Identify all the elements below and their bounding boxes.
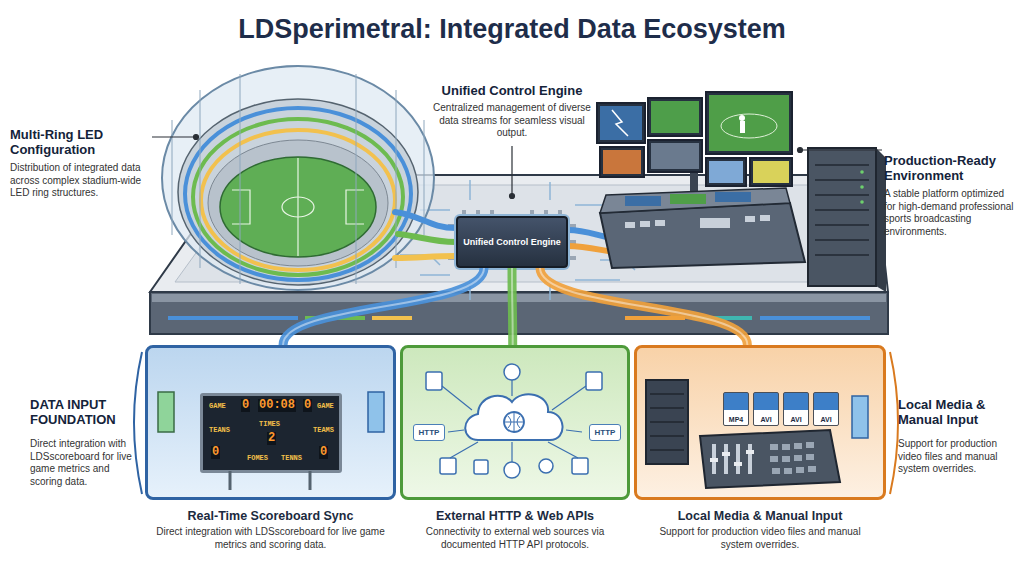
pipe-body (508, 268, 518, 345)
stripe (625, 316, 685, 320)
pipe-body (540, 268, 747, 345)
control-desk (597, 92, 886, 292)
web-icons (426, 364, 602, 478)
data-pipe (283, 268, 484, 345)
scoreboard: GAME 0 00:08 0 GAME TEANS TIMES 2 TEAMS 0FOMES TEN… (200, 393, 342, 473)
node-text: AVI (820, 416, 831, 423)
node-text: MP4 (729, 416, 743, 423)
bay-description: Connectivity to external web sources via… (411, 526, 619, 551)
scoreboard-text: 0 (241, 399, 250, 412)
pipe-highlight (540, 268, 747, 345)
side-panel (852, 396, 868, 438)
bay-heading: External HTTP & Web APIs (373, 509, 657, 523)
stripe (760, 316, 870, 320)
node-text: HTTP (419, 428, 440, 437)
node-text: AVI (760, 416, 771, 423)
callout-text: Centralized management of diverse data s… (427, 102, 597, 140)
bay-heading: Real-Time Scoreboard Sync (118, 509, 423, 523)
file-icon: MP4 (723, 392, 749, 426)
pipe-body (283, 268, 484, 345)
pipes-to-stadium (395, 212, 456, 258)
scoreboard-text: TENNS (281, 454, 302, 462)
scoreboard-text: GAME (209, 402, 226, 410)
file-icon: AVI (753, 392, 779, 426)
stripe (692, 316, 752, 320)
stripe (305, 316, 365, 320)
diagram-title: LDSperimetral: Integrated Data Ecosystem (0, 14, 1024, 45)
scoreboard-text: TIMES (259, 420, 280, 428)
mixing-console (700, 430, 840, 488)
side-panel (158, 392, 174, 432)
leader-lines (152, 135, 882, 199)
stripe (168, 316, 298, 320)
scoreboard-stand (230, 471, 310, 490)
scoreboard-text: TEANS (209, 426, 230, 434)
callout-heading: Production-Ready Environment (884, 154, 1020, 184)
scoreboard-text: 0 (319, 446, 328, 459)
control-chip: Unified Control Engine (456, 216, 568, 268)
cloud-hub (465, 394, 562, 440)
data-pipe (540, 268, 747, 345)
pipe-highlight (283, 268, 484, 345)
callout-text: Direct integration with LDSscoreboard fo… (30, 438, 138, 488)
bay-description: Support for production video files and m… (645, 526, 875, 551)
scoreboard-text: 0 (303, 399, 312, 412)
input-bay: Real-Time Scoreboard SyncDirect integrat… (145, 345, 396, 500)
callout-heading: Local Media & Manual Input (898, 398, 1020, 428)
bracket (890, 352, 898, 494)
stripe (372, 316, 412, 320)
web-links (442, 380, 586, 462)
media-bay: Local Media & Manual InputSupport for pr… (634, 345, 886, 500)
node-text: HTTP (595, 428, 616, 437)
api-bay: External HTTP & Web APIsConnectivity to … (400, 345, 630, 500)
scoreboard-text: 0 (211, 446, 220, 459)
pipe-highlight (511, 268, 514, 345)
platform-front (150, 292, 888, 334)
scoreboard-text: 2 (267, 432, 276, 445)
bay-heading: Local Media & Manual Input (607, 509, 913, 523)
callout-text: Distribution of integrated data across c… (10, 162, 158, 200)
callout-text: Support for production video files and m… (898, 438, 1020, 476)
scoreboard-text: FOMES (247, 454, 268, 462)
node-text: Unified Control Engine (463, 237, 561, 248)
http-box: HTTP (589, 424, 621, 441)
data-pipe (512, 268, 514, 345)
callout-text: A stable platform optimized for high-dem… (884, 188, 1018, 238)
http-box: HTTP (413, 424, 445, 441)
scoreboard-text: TEAMS (313, 426, 334, 434)
side-panel (368, 392, 384, 432)
platform-band (152, 294, 886, 302)
bay-description: Direct integration with LDSscoreboard fo… (156, 526, 385, 551)
callout-heading: Unified Control Engine (412, 84, 612, 99)
callout-heading: DATA INPUT FOUNDATION (30, 398, 138, 428)
scoreboard-text: 00:08 (258, 399, 296, 412)
bracket (134, 352, 142, 494)
file-icon: AVI (783, 392, 809, 426)
server-rack (646, 380, 688, 464)
file-icon: AVI (813, 392, 839, 426)
node-text: AVI (790, 416, 801, 423)
callout-heading: Multi-Ring LED Configuration (10, 128, 152, 158)
scoreboard-text: GAME (317, 402, 334, 410)
